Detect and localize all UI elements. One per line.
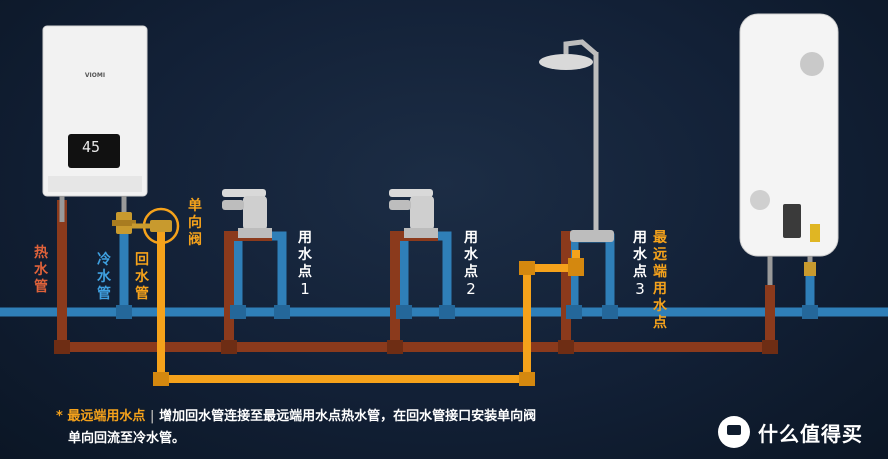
- return-water-pipe: [157, 232, 580, 383]
- check-valve-icon: [132, 207, 180, 245]
- footnote: * 最远端用水点 | 增加回水管连接至最远端用水点热水管，在回水管接口安装单向阀…: [56, 406, 536, 450]
- water-point-3-label: 用水点 3: [632, 230, 648, 299]
- water-point-1-text: 用水点: [298, 230, 312, 280]
- gas-water-heater: [42, 25, 148, 222]
- footnote-line2: 单向回流至冷水管。: [68, 431, 186, 446]
- water-point-1-number: 1: [300, 280, 310, 298]
- shower-icon: [539, 39, 614, 242]
- water-point-2-text: 用水点: [464, 230, 478, 280]
- heater-brand: VIOMI: [84, 72, 106, 79]
- footnote-separator: |: [149, 409, 155, 424]
- watermark: 什么值得买: [722, 418, 863, 447]
- storage-water-heater: [739, 13, 839, 285]
- footnote-star: *: [56, 409, 63, 424]
- return-pipe-label: 回水管: [135, 252, 149, 302]
- water-point-2-number: 2: [466, 280, 476, 298]
- water-point-3-number: 3: [635, 280, 645, 298]
- water-point-1-label: 用水点 1: [297, 230, 313, 299]
- faucet-icon: [222, 189, 272, 238]
- faucet-icon: [389, 189, 438, 238]
- smzdm-logo-icon: [718, 416, 750, 448]
- cold-pipe-label: 冷水管: [97, 252, 111, 302]
- hot-pipe-label: 热水管: [34, 245, 48, 295]
- check-valve-label: 单向阀: [188, 198, 202, 248]
- footnote-line1: 增加回水管连接至最远端用水点热水管，在回水管接口安装单向阀: [159, 409, 537, 424]
- farthest-point-label: 最远端用水点: [653, 230, 667, 331]
- heater-display: 45: [82, 138, 101, 156]
- watermark-text: 什么值得买: [758, 422, 863, 446]
- cold-inlet-valve: [112, 212, 136, 234]
- pipe-joints: [54, 258, 818, 386]
- footnote-highlight: 最远端用水点: [67, 409, 146, 424]
- water-point-3-text: 用水点: [633, 230, 647, 280]
- water-point-2-label: 用水点 2: [463, 230, 479, 299]
